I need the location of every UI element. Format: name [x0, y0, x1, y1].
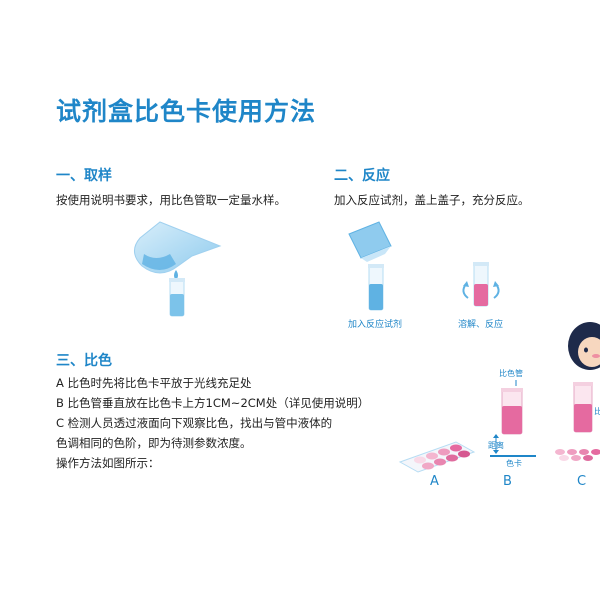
distance-label-2: 离 — [496, 441, 504, 450]
observer-face-illustration — [568, 322, 600, 370]
sampling-illustration — [134, 221, 222, 317]
tube-label-c: 比 — [594, 407, 600, 416]
reagent-packet-icon — [348, 221, 392, 262]
figure-a-color-card — [398, 441, 476, 473]
reaction-tube-icon — [368, 264, 384, 311]
distance-label-1: 距 — [488, 441, 496, 450]
section-2-text: 加入反应试剂，盖上盖子，充分反应。 — [334, 193, 530, 207]
section-3-line-c-cont: 色调相同的色阶，即为待测参数浓度。 — [56, 436, 252, 450]
section-1-text: 按使用说明书要求，用比色管取一定量水样。 — [56, 193, 286, 207]
dissolve-caption: 溶解、反应 — [458, 320, 504, 330]
tube-label: 比色管 — [499, 369, 523, 378]
section-3-heading: 三、比色 — [56, 353, 112, 369]
figure-b-tube-over-card — [490, 380, 536, 457]
section-2-heading: 二、反应 — [334, 168, 390, 184]
observation-tube-icon — [573, 382, 593, 433]
section-3-line-a: A 比色时先将比色卡平放于光线充足处 — [56, 376, 252, 390]
droplet-icon — [174, 270, 178, 280]
figure-c-observation — [555, 382, 600, 461]
comparison-tube-icon — [501, 388, 523, 435]
add-reagent-illustration — [348, 221, 392, 311]
figure-b-letter: B — [503, 474, 512, 489]
mixing-tube-icon — [473, 262, 489, 307]
sample-tube-icon — [169, 278, 185, 317]
section-3-line-b: B 比色管垂直放在比色卡上方1CM~2CM处（详见使用说明） — [56, 396, 370, 410]
figure-c-letter: C — [577, 474, 587, 489]
section-3-line-c: C 检测人员透过液面向下观察比色，找出与管中液体的 — [56, 416, 333, 430]
add-reagent-caption: 加入反应试剂 — [348, 320, 403, 330]
card-label: 色卡 — [506, 459, 522, 468]
dissolve-illustration — [462, 262, 500, 307]
figure-a-letter: A — [430, 474, 439, 489]
section-3-line-howto: 操作方法如图所示： — [56, 456, 160, 470]
page-title: 试剂盒比色卡使用方法 — [56, 97, 317, 126]
section-1-heading: 一、取样 — [56, 168, 112, 184]
